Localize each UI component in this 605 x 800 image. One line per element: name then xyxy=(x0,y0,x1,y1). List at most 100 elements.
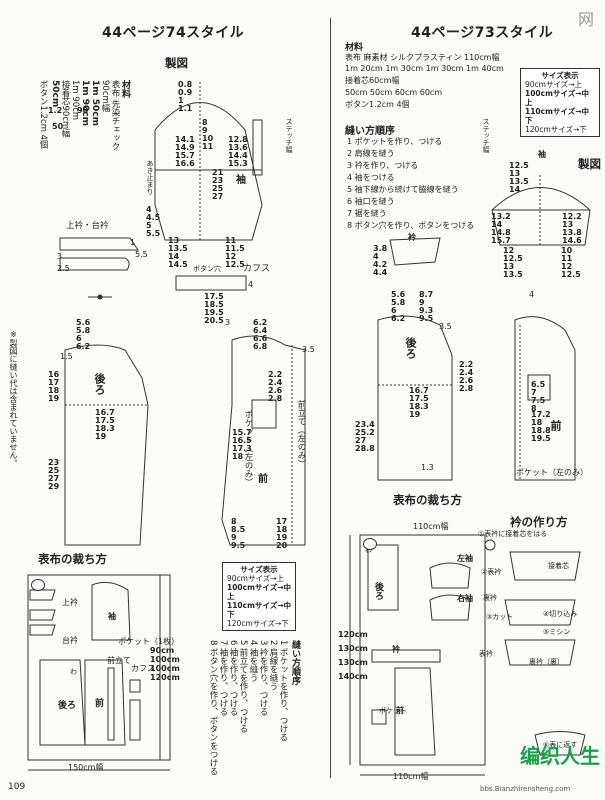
dim: 11.5 xyxy=(225,244,245,253)
dim: 18 xyxy=(48,386,60,395)
pattern-symbol-icon xyxy=(363,538,377,550)
left-pattern-heading: 製図 xyxy=(165,56,188,70)
dim: 13.5 xyxy=(509,177,529,186)
cut-label-front: 前 xyxy=(95,699,105,709)
sewing-step: 4 袖を縫う xyxy=(248,640,258,683)
dim: 5.6 xyxy=(76,318,91,327)
collar-label: 衿 xyxy=(408,233,416,242)
watermark-url: bbs.Bianzhirensheng.com xyxy=(480,785,571,793)
sewing-step: 3 衿を作り、つける xyxy=(347,161,419,170)
dim: 14.9 xyxy=(175,143,195,152)
dim: 27 xyxy=(212,192,224,201)
dim: 2.4 xyxy=(268,378,283,387)
left-size-box: サイズ表示 90cmサイズ→上 100cmサイズ→中上 110cmサイズ→中下 … xyxy=(222,562,296,631)
dim: 6.2 xyxy=(391,314,406,323)
dim: 27 xyxy=(355,436,367,445)
cut-label-cuff: カフス xyxy=(131,664,155,673)
collar-step: 表衿 xyxy=(479,650,493,658)
left-material-line: 90cm幅 xyxy=(100,80,110,113)
cut-label-upper-collar: 上衿 xyxy=(62,598,78,607)
dim: 28.8 xyxy=(355,444,375,453)
dim: 17.2 xyxy=(531,410,551,419)
dim: 17.5 xyxy=(95,416,115,425)
stitch-label: ステッチ幅 xyxy=(482,118,490,153)
left-material-line: 50cm xyxy=(50,80,60,108)
sleeve-label: 袖 xyxy=(538,150,546,159)
dim: 17.5 xyxy=(204,292,224,301)
collar-step: ③カット xyxy=(486,613,514,621)
seam-allowance-note: ※製図に縫い代は含まれていません。 xyxy=(9,330,18,467)
dim: 15.7 xyxy=(175,151,195,160)
dim: 8.7 xyxy=(419,290,434,299)
dim: 19 xyxy=(409,410,421,419)
dim: 8 xyxy=(531,404,537,413)
fabric-length: 140cm xyxy=(338,672,368,681)
dim: 27 xyxy=(48,474,60,483)
left-sewing-heading: 縫い方順序 xyxy=(290,640,300,685)
dim: 13 xyxy=(509,169,521,178)
collar-label: 上衿・台衿 xyxy=(66,221,109,231)
back-label: 後ろ xyxy=(404,337,417,359)
dim: 6 xyxy=(391,306,397,315)
dim: 17.3 xyxy=(232,444,252,453)
dim: 14 xyxy=(491,220,503,229)
fabric-width: 90cm xyxy=(150,646,175,655)
pocket-label: ポケット（左のみ） xyxy=(516,468,588,477)
cut-label-stand-collar: 台衿 xyxy=(62,636,78,645)
left-material-line: 1m 50cm xyxy=(90,80,100,127)
size-line: 120cmサイズ→下 xyxy=(525,125,587,134)
fabric-length: 130cm xyxy=(338,644,368,653)
cut-label-back: 後ろ xyxy=(373,582,383,600)
dim: 15.7 xyxy=(232,428,252,437)
dim: 1 xyxy=(178,96,184,105)
sewing-step: 1 ポケットを作り、つける xyxy=(347,137,443,146)
dim: 0.8 xyxy=(178,80,193,89)
cut-label-sleeve: 袖 xyxy=(108,612,116,621)
size-line: 90cmサイズ→上 xyxy=(227,574,285,583)
dim: 12.5 xyxy=(509,161,529,170)
dim: 4 xyxy=(248,280,254,289)
size-line: 120cmサイズ→下 xyxy=(227,619,289,628)
sewing-step: 3 衿を作り、つける xyxy=(258,640,268,717)
dim: 15.7 xyxy=(491,236,511,245)
dim: 8 xyxy=(202,118,208,127)
dim: 14.4 xyxy=(228,151,248,160)
dim: 13.6 xyxy=(228,143,248,152)
dim: 16 xyxy=(48,370,60,379)
dim: 2.4 xyxy=(459,368,474,377)
dim: 16.7 xyxy=(95,408,115,417)
right-material-line: 50cm 50cm 60cm 60cm xyxy=(345,88,443,97)
dim: 21 xyxy=(212,168,224,177)
dim: 19 xyxy=(95,432,107,441)
sleeve-label: 袖 xyxy=(236,175,246,186)
stitch-label: ステッチ幅 xyxy=(285,118,293,153)
right-material-line: 1m 20cm 1m 30cm 1m 30cm 1m 40cm xyxy=(345,64,504,73)
dim: 14.8 xyxy=(491,228,511,237)
sewing-step: 4 袖をつける xyxy=(347,173,395,182)
left-material-line: 接着芯90cm幅 xyxy=(60,80,70,138)
fabric-width: 100cm xyxy=(150,655,180,664)
dim: 18 xyxy=(232,452,244,461)
dim: 14 xyxy=(168,252,180,261)
dim: 11 xyxy=(561,254,573,263)
right-column: 44ページ73スタイル 材料 表布 麻素材 シルクプラスティン 110cm幅 1… xyxy=(333,0,605,800)
front-label: 前 xyxy=(549,420,562,431)
measure-value: 90 xyxy=(77,106,89,115)
dim: 9 xyxy=(419,298,425,307)
left-material-line: 1m 90cm xyxy=(70,80,80,121)
cuff-label: カフス xyxy=(243,264,271,274)
dim: 29 xyxy=(48,482,60,491)
front-label: 前 xyxy=(258,474,268,485)
dim: 18 xyxy=(531,418,543,427)
dim: 5.8 xyxy=(76,326,91,335)
dim: 20.5 xyxy=(204,316,224,325)
dim: 5 xyxy=(146,221,152,230)
dim: 9.5 xyxy=(419,314,434,323)
cut-label-pocket: ポケット（1枚） xyxy=(118,637,180,646)
dim: 3.5 xyxy=(439,322,452,331)
dim: 8 xyxy=(231,517,237,526)
sewing-step: 1 ポケットを作り、つける xyxy=(278,640,288,742)
sewing-step: 7 裾を縫う xyxy=(347,209,387,218)
dim: 4.2 xyxy=(373,260,388,269)
